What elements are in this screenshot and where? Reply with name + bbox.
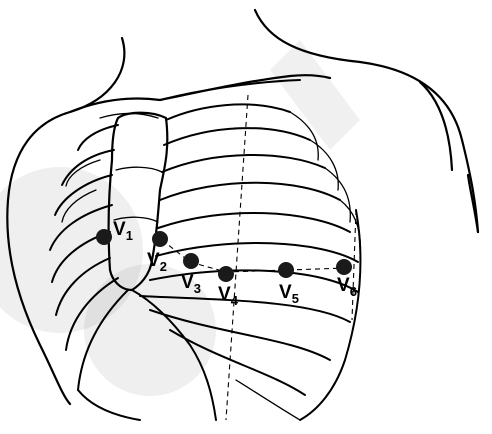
electrode-v5: V5 (278, 262, 299, 306)
svg-text:V4: V4 (218, 284, 239, 308)
electrode-dot (336, 259, 352, 275)
svg-text:V3: V3 (181, 272, 201, 296)
electrode-dot (183, 253, 199, 269)
electrode-dot (278, 262, 294, 278)
electrode-dot (152, 231, 168, 247)
svg-text:V5: V5 (279, 282, 299, 306)
electrode-dot (218, 266, 234, 282)
electrode-v3: V3 (181, 253, 201, 296)
svg-text:V6: V6 (337, 275, 357, 299)
electrode-v2: V2 (147, 231, 168, 274)
electrode-dot (96, 229, 112, 245)
electrode-v4: V4 (218, 266, 239, 308)
